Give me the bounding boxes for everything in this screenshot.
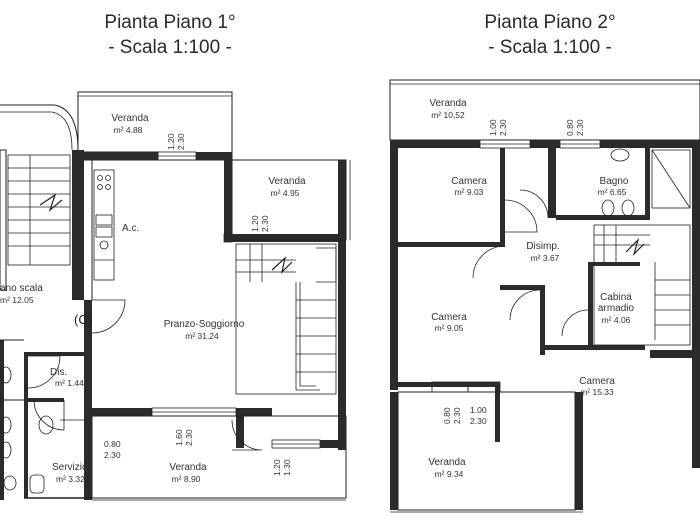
plan1-veranda-bottom-area: m² 8.90 — [172, 474, 201, 484]
plan2-stair — [593, 224, 691, 346]
plan2-dim3-w: 0.80 — [442, 407, 452, 424]
plan1-pranzo-area: m² 31.24 — [185, 331, 219, 341]
plan2-bath-fixtures — [601, 148, 691, 217]
plan2-disimp-area: m² 3.67 — [531, 253, 560, 263]
plan1-servizio-area: m² 3.32 — [56, 474, 85, 484]
plan1-labels: Veranda m² 4.88 Veranda m² 4.95 A.c. ano… — [0, 113, 306, 484]
plan1-dim2-w: 1.20 — [250, 215, 260, 232]
plan2-labels: Veranda m² 10.52 Camera m² 9.03 Bagno m²… — [428, 98, 634, 479]
plan1-dim4-h: 2.30 — [184, 429, 194, 446]
plan1-left-stair — [7, 154, 71, 266]
plan2-veranda-bottom-name: Veranda — [428, 457, 466, 468]
plan2-camera1-area: m² 9.03 — [455, 187, 484, 197]
plan2-drawing — [389, 79, 700, 513]
plan2-veranda-bottom-area: m² 9.34 — [435, 469, 464, 479]
plan1-title-block: Pianta Piano 1° - Scala 1:100 - — [70, 10, 270, 60]
plan2-dim2-w: 0.80 — [565, 119, 575, 136]
plan2-cabina-area: m² 4.06 — [602, 315, 631, 325]
plan1-title: Pianta Piano 1° — [104, 12, 236, 33]
plan1-stair-landing-area: m² 12.05 — [0, 295, 34, 305]
plan2-camera2-name: Camera — [431, 312, 467, 323]
plan1-dim4-w: 1.60 — [174, 429, 184, 446]
plan1-dim3-w: 0.80 — [104, 439, 121, 449]
plan2-dim1-h: 2.30 — [498, 119, 508, 136]
plan1-ac-label: A.c. — [122, 223, 139, 234]
plan1-veranda-right-name: Veranda — [268, 176, 306, 187]
plan1-veranda-top-name: Veranda — [111, 113, 149, 124]
plan1-dis-name: Dis. — [50, 367, 67, 378]
plan1-scale: - Scala 1:100 - — [108, 37, 232, 58]
plan1-veranda-top-outline — [77, 91, 233, 161]
plan2-camera3-area: m² 15.33 — [580, 387, 614, 397]
plan2-camera1-name: Camera — [451, 176, 487, 187]
plan2-scale: - Scala 1:100 - — [488, 37, 612, 58]
plan2-windows — [431, 139, 601, 393]
plan1-dim5-w: 1.20 — [272, 459, 282, 476]
plan2-veranda-top-area: m² 10.52 — [431, 110, 465, 120]
plan1-veranda-right-area: m² 4.95 — [271, 188, 300, 198]
plan1-dis-area: m² 1.44 — [55, 378, 84, 388]
plan2-bagno-name: Bagno — [600, 176, 629, 187]
plan1-windows — [151, 151, 321, 449]
plan2-dim2-h: 2.30 — [575, 119, 585, 136]
plan2-title-block: Pianta Piano 2° - Scala 1:100 - — [450, 10, 650, 60]
plan1-right-stair — [235, 243, 337, 395]
plan1-dim2-h: 2.30 — [260, 215, 270, 232]
plan2-bagno-area: m² 6.65 — [598, 187, 627, 197]
plan1-servizio-name: Servizio — [52, 462, 88, 473]
plan2-title: Pianta Piano 2° — [484, 12, 616, 33]
plan2-dim4-h: 2.30 — [470, 416, 487, 426]
plan1-stair-tower-curve — [0, 104, 79, 151]
plan1-doors — [27, 299, 263, 451]
plan1-dim1-h: 2.30 — [176, 133, 186, 150]
plan1-marker-c: (C) — [74, 312, 92, 327]
plan2-walls — [389, 79, 700, 513]
plan1-pranzo-name: Pranzo-Soggiorno — [164, 319, 245, 330]
plan2-disimp-name: Disimp. — [526, 241, 559, 252]
plan2-dim1-w: 1.00 — [488, 119, 498, 136]
plan1-stair-landing-name: ano scala — [0, 283, 43, 294]
plan1-kitchen — [93, 169, 115, 281]
plan2-dim3-h: 2.30 — [452, 407, 462, 424]
plan2-dim4-w: 1.00 — [470, 405, 487, 415]
plan1-veranda-bottom-name: Veranda — [169, 462, 207, 473]
plan2-camera2-area: m² 9.05 — [435, 323, 464, 333]
plan2-veranda-top-name: Veranda — [429, 98, 467, 109]
plan1-dim3-h: 2.30 — [104, 450, 121, 460]
plan1-bath-fixtures — [0, 366, 54, 494]
plan1-veranda-top-area: m² 4.88 — [114, 125, 143, 135]
plan2-camera3-name: Camera — [579, 376, 615, 387]
plan2-doors — [472, 189, 589, 337]
plan2-cabina-name: Cabina — [600, 292, 632, 303]
plan1-drawing — [0, 91, 351, 501]
plan2-cabina-name2: armadio — [598, 303, 635, 314]
plan1-dim1-w: 1.20 — [166, 133, 176, 150]
plan1-dim5-h: 1.30 — [282, 459, 292, 476]
